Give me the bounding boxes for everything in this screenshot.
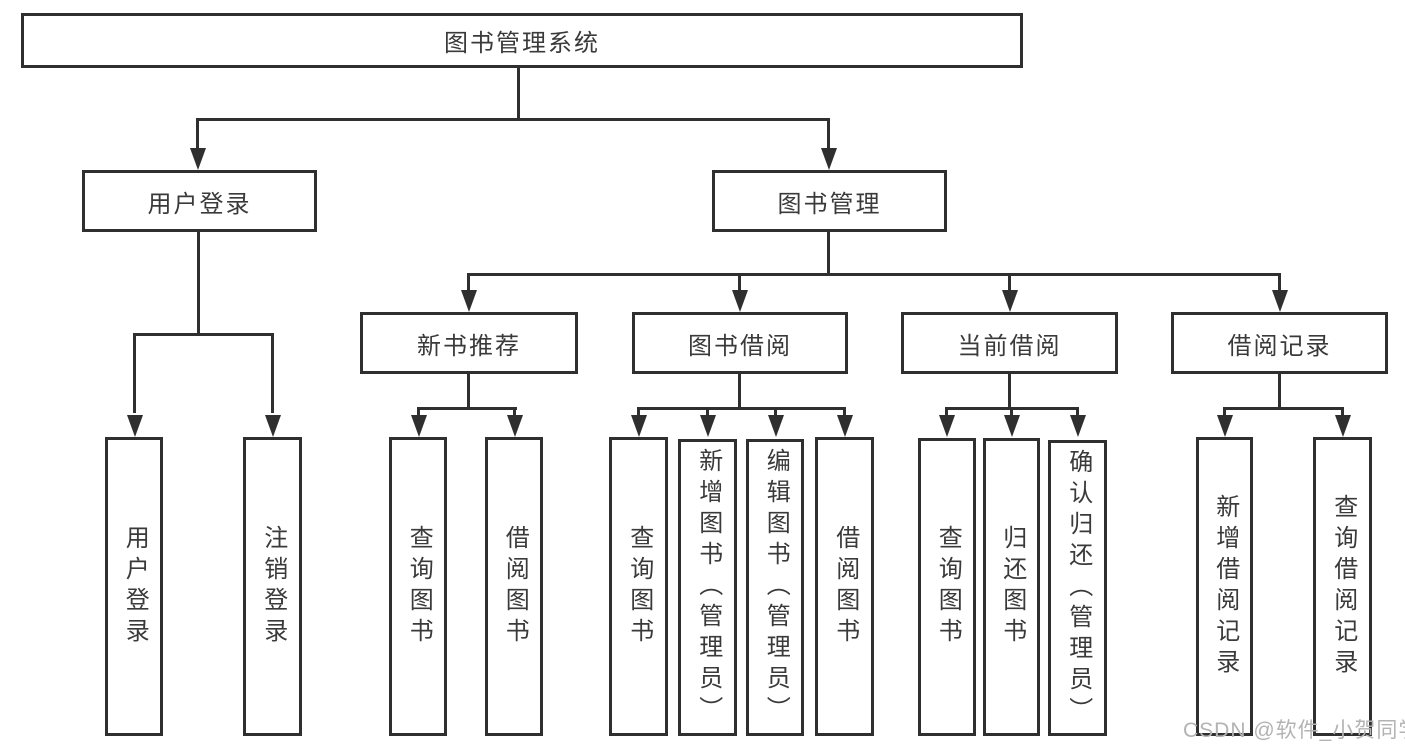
node-label: 图书管理系统 <box>444 30 600 57</box>
connector-root-drop <box>517 68 520 121</box>
connector-user-login-rail <box>133 333 274 336</box>
connector-book-management-drop <box>827 232 830 276</box>
connector-drop-current-borrowing <box>1008 273 1011 293</box>
leaf-label: 新增借阅记录 <box>1211 493 1239 680</box>
connector-drop-d2 <box>1010 407 1013 419</box>
leaf-label: 借阅图书 <box>501 524 529 649</box>
arrowhead-book-borrowing <box>732 290 748 312</box>
node-new-book-recommendation: 新书推荐 <box>360 312 578 374</box>
leaf-label: 归还图书 <box>998 525 1026 649</box>
leaf-query-borrow-record: 查询借阅记录 <box>1313 437 1372 736</box>
connector-borrowing-records-rail <box>1223 407 1343 410</box>
leaf-logout-login: 注销登录 <box>243 437 302 736</box>
node-user-login: 用户登录 <box>82 170 317 232</box>
leaf-confirm-return-admin: 确认归还（管理员） <box>1048 440 1107 736</box>
arrowhead-new-book <box>461 290 477 312</box>
arrowhead-c3 <box>768 415 784 437</box>
leaf-label: 注销登录 <box>259 524 287 649</box>
arrowhead-d3 <box>1070 415 1086 437</box>
connector-drop-e2 <box>1341 407 1344 419</box>
leaf-label: 查询图书 <box>934 525 962 649</box>
arrowhead-user-login <box>190 148 206 170</box>
leaf-edit-books-admin: 编辑图书（管理员） <box>746 439 804 736</box>
leaf-return-books: 归还图书 <box>983 438 1040 736</box>
node-borrowing-records: 借阅记录 <box>1171 312 1388 374</box>
leaf-label: 新增图书（管理员） <box>694 448 722 727</box>
connector-drop-leaf-user-login <box>133 333 136 413</box>
connector-drop-e1 <box>1223 407 1226 419</box>
arrowhead-leaf-logout <box>265 415 281 437</box>
arrowhead-b1 <box>411 415 427 437</box>
connector-borrowing-records-drop <box>1278 374 1281 410</box>
arrowhead-book-management <box>821 148 837 170</box>
connector-drop-b2 <box>513 407 516 419</box>
node-label: 图书管理 <box>777 190 882 218</box>
connector-drop-d3 <box>1076 407 1079 419</box>
leaf-query-books-borrowing: 查询图书 <box>609 437 668 736</box>
leaf-query-books-recommend: 查询图书 <box>389 437 447 736</box>
connector-level3-rail <box>467 273 1281 276</box>
arrowhead-e2 <box>1335 415 1351 437</box>
arrowhead-c4 <box>837 415 853 437</box>
leaf-query-books-current: 查询图书 <box>918 438 976 736</box>
connector-drop-c3 <box>774 407 777 419</box>
connector-user-login-drop <box>197 232 200 336</box>
connector-drop-c2 <box>706 407 709 419</box>
arrowhead-d2 <box>1004 415 1020 437</box>
leaf-borrow-books-borrowing: 借阅图书 <box>815 437 874 736</box>
node-book-management: 图书管理 <box>712 170 947 232</box>
arrowhead-c1 <box>631 415 647 437</box>
connector-drop-b1 <box>417 407 420 419</box>
connector-book-borrowing-rail <box>637 407 846 410</box>
connector-drop-user-login <box>196 118 199 150</box>
node-label: 借阅记录 <box>1227 332 1332 360</box>
leaf-label: 查询图书 <box>625 524 653 649</box>
connector-new-book-drop <box>467 374 470 410</box>
arrowhead-e1 <box>1217 415 1233 437</box>
arrowhead-d1 <box>939 415 955 437</box>
leaf-label: 查询图书 <box>405 524 433 649</box>
connector-drop-c4 <box>843 407 846 419</box>
connector-drop-c1 <box>637 407 640 419</box>
leaf-add-borrow-record: 新增借阅记录 <box>1196 437 1253 736</box>
node-label: 图书借阅 <box>688 332 792 360</box>
leaf-label: 编辑图书（管理员） <box>762 448 790 727</box>
connector-new-book-rail <box>417 407 517 410</box>
connector-level2-rail <box>196 118 830 121</box>
connector-drop-new-book <box>467 273 470 293</box>
node-current-borrowing: 当前借阅 <box>901 312 1118 374</box>
connector-drop-book-management <box>827 118 830 150</box>
connector-drop-leaf-logout <box>271 333 274 413</box>
leaf-add-books-admin: 新增图书（管理员） <box>678 439 737 736</box>
leaf-label: 确认归还（管理员） <box>1064 448 1092 728</box>
leaf-label: 用户登录 <box>121 524 149 649</box>
csdn-watermark: CSDN @软件_小贺同学 <box>1183 719 1405 742</box>
connector-book-borrowing-drop <box>738 374 741 410</box>
leaf-label: 借阅图书 <box>831 524 859 649</box>
leaf-borrow-books-recommend: 借阅图书 <box>485 437 543 736</box>
connector-drop-d1 <box>945 407 948 419</box>
arrowhead-leaf-user-login <box>127 415 143 437</box>
node-library-management-system: 图书管理系统 <box>21 13 1023 68</box>
node-book-borrowing: 图书借阅 <box>632 312 848 374</box>
leaf-label: 查询借阅记录 <box>1329 493 1357 680</box>
arrowhead-current-borrowing <box>1002 290 1018 312</box>
node-label: 用户登录 <box>147 190 252 218</box>
node-label: 新书推荐 <box>417 332 521 360</box>
connector-drop-borrowing-records <box>1278 273 1281 293</box>
leaf-user-login: 用户登录 <box>105 437 163 736</box>
arrowhead-borrowing-records <box>1272 290 1288 312</box>
connector-drop-book-borrowing <box>738 273 741 293</box>
connector-current-borrowing-drop <box>1008 374 1011 410</box>
arrowhead-c2 <box>700 415 716 437</box>
arrowhead-b2 <box>507 415 523 437</box>
node-label: 当前借阅 <box>957 332 1062 360</box>
